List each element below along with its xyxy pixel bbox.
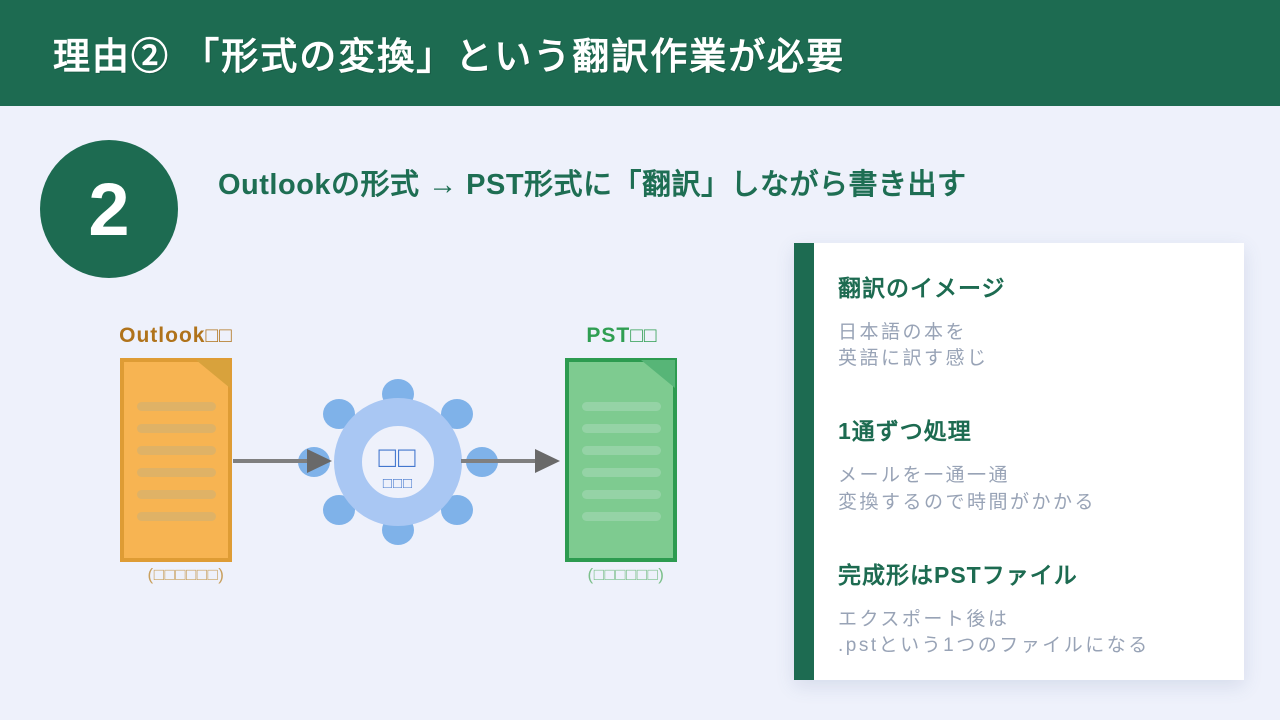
card-section-pst-result: 完成形はPSTファイル エクスポート後は.pstという1つのファイルになる: [838, 556, 1224, 659]
section-heading: 翻訳のイメージ: [838, 275, 1006, 301]
conversion-gear-icon: [298, 379, 498, 545]
outlook-document-icon: [120, 358, 232, 562]
conversion-label-line1: □□: [378, 442, 418, 474]
outlook-format-caption: (□□□□□□): [147, 565, 225, 584]
conversion-label: □□ □□□: [350, 442, 446, 492]
step-number-badge: 2: [40, 140, 178, 278]
pst-format-caption: (□□□□□□): [587, 565, 665, 584]
info-card: 翻訳のイメージ 日本語の本を英語に訳す感じ 1通ずつ処理 メールを一通一通変換す…: [794, 243, 1244, 680]
card-section-translation-image: 翻訳のイメージ 日本語の本を英語に訳す感じ: [838, 269, 1224, 372]
arrow-right-icon: [233, 449, 332, 473]
conversion-label-line2: □□□: [382, 475, 414, 492]
card-section-one-by-one: 1通ずつ処理 メールを一通一通変換するので時間がかかる: [838, 412, 1224, 515]
section-heading: 完成形はPSTファイル: [838, 561, 1078, 588]
card-body: 翻訳のイメージ 日本語の本を英語に訳す感じ 1通ずつ処理 メールを一通一通変換す…: [814, 243, 1244, 680]
section-body: エクスポート後は.pstという1つのファイルになる: [838, 608, 1150, 657]
section-heading: 1通ずつ処理: [838, 418, 972, 445]
section-body: メールを一通一通変換するので時間がかかる: [838, 465, 1097, 513]
header-bar: 理由② 「形式の変換」という翻訳作業が必要: [0, 0, 1280, 106]
outlook-format-label: Outlook□□: [119, 324, 233, 347]
step-subtitle: Outlookの形式 → PST形式に「翻訳」しながら書き出す: [218, 169, 967, 201]
card-accent-bar: [794, 243, 814, 680]
page-title: 理由② 「形式の変換」という翻訳作業が必要: [53, 36, 846, 77]
pst-document-icon: [565, 358, 677, 562]
pst-format-label: PST□□: [586, 324, 658, 347]
step-number: 2: [88, 167, 130, 251]
arrow-right-icon: [461, 449, 560, 473]
section-body: 日本語の本を英語に訳す感じ: [838, 322, 989, 370]
